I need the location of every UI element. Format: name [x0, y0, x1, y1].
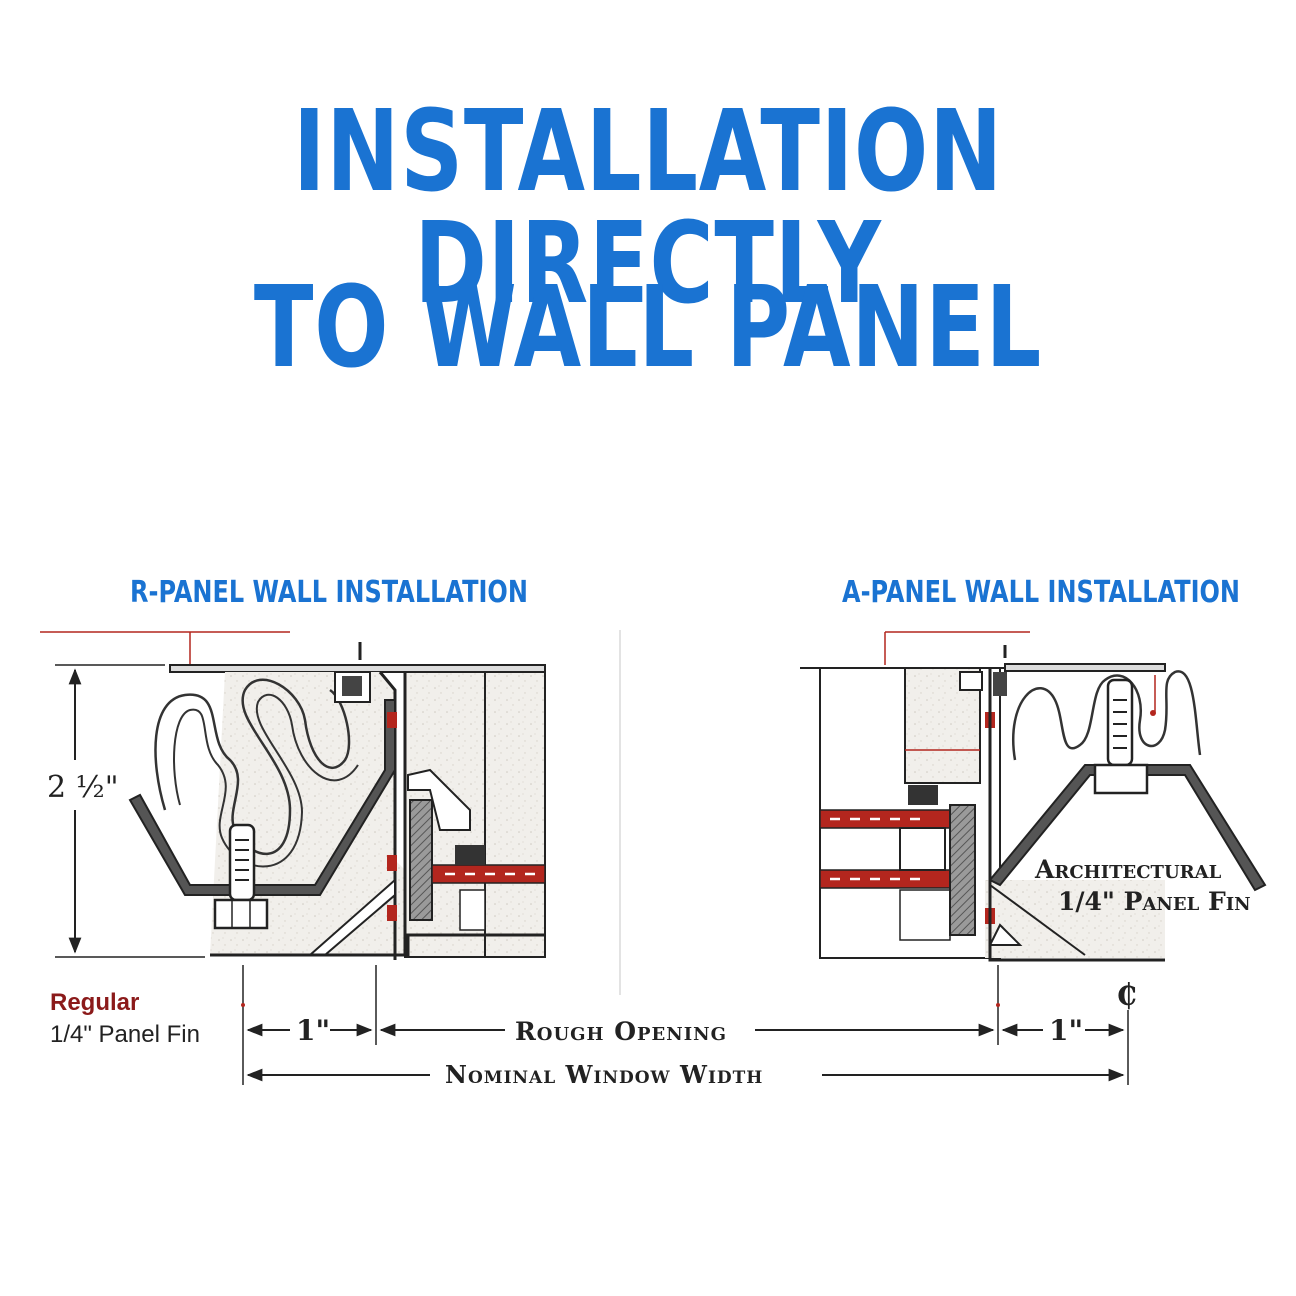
title-line-1: INSTALLATION DIRECTLY — [293, 87, 1003, 329]
dim-right-label: 1" — [1049, 1014, 1083, 1047]
a-panel-detail — [800, 631, 1267, 962]
r-panel-subtitle: R-PANEL WALL INSTALLATION — [130, 575, 528, 610]
r-panel-detail — [40, 631, 546, 960]
height-label: 2 ½" — [47, 770, 119, 805]
centerline-label: ₵ — [1116, 978, 1137, 1013]
architectural-label: Architectural — [1034, 855, 1222, 884]
regular-label: Regular — [50, 989, 139, 1016]
nominal-width-label: Nominal Window Width — [445, 1060, 763, 1089]
rough-opening-label: Rough Opening — [515, 1017, 727, 1046]
a-panel-subtitle: A-PANEL WALL INSTALLATION — [842, 575, 1241, 610]
title-line-2: TO WALL PANEL — [253, 263, 1043, 393]
dim-left-label: 1" — [296, 1014, 330, 1047]
width-dimensions — [241, 965, 1129, 1085]
height-dimension — [55, 664, 205, 958]
regular-fin-label: 1/4" Panel Fin — [50, 1021, 200, 1048]
architectural-fin-label: 1/4" Panel Fin — [1058, 887, 1251, 916]
